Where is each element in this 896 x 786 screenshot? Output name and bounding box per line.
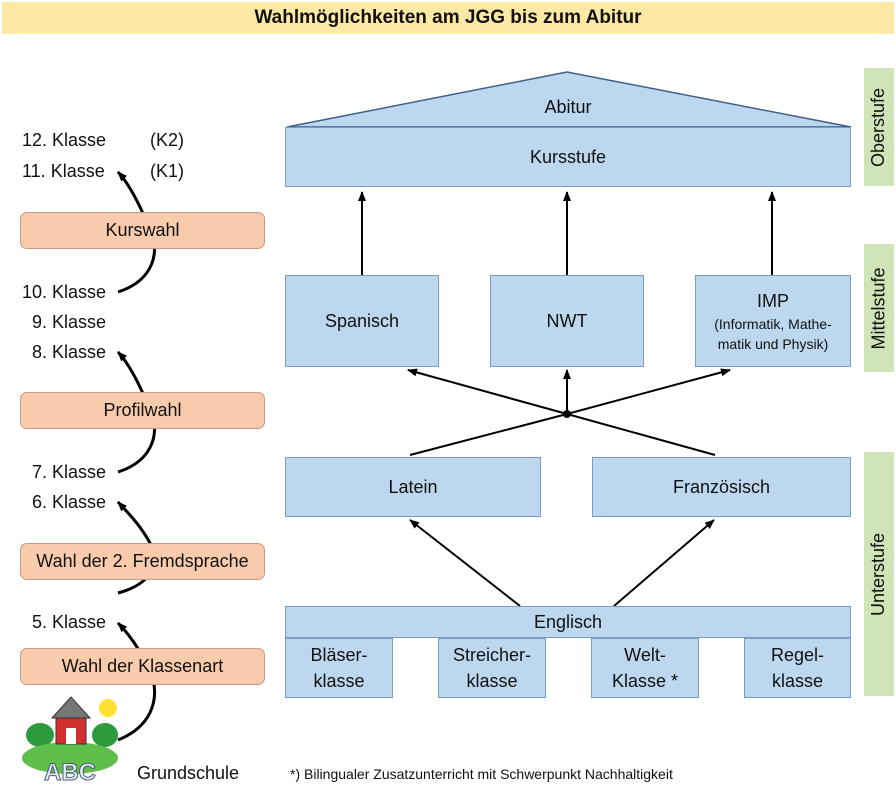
kurswahl-box: Kurswahl bbox=[20, 212, 265, 249]
class-9-label: 9. Klasse bbox=[32, 312, 107, 332]
kursstufe-box: Kursstufe bbox=[285, 127, 851, 187]
imp-sub-2: matik und Physik) bbox=[717, 336, 829, 352]
side-label-unterstufe: Unterstufe bbox=[864, 452, 894, 696]
imp-sub-1: (Informatik, Mathe- bbox=[714, 316, 832, 332]
regel-line-1: Regel- bbox=[770, 645, 825, 665]
footnote: *) Bilingualer Zusatzunterricht mit Schw… bbox=[290, 766, 673, 782]
englisch-box: Englisch bbox=[285, 606, 851, 638]
grundschule-logo: ABC bbox=[22, 696, 118, 786]
arrow-cross-spanisch bbox=[407, 368, 568, 415]
welt-line-2: Klasse * bbox=[611, 671, 679, 691]
k2-tag: (K2) bbox=[150, 130, 185, 150]
weltklasse-box: Welt- Klasse * bbox=[591, 638, 699, 698]
franzoesisch-box: Französisch bbox=[592, 457, 851, 517]
nwt-box: NWT bbox=[490, 275, 644, 367]
arrow-cross-imp bbox=[566, 368, 731, 415]
class-7-label: 7. Klasse bbox=[32, 462, 107, 482]
class-6-label: 6. Klasse bbox=[32, 492, 107, 512]
regelklasse-box: Regel- klasse bbox=[744, 638, 851, 698]
cross-point bbox=[563, 410, 571, 418]
streicher-line-1: Streicher- bbox=[452, 645, 532, 665]
k1-tag: (K1) bbox=[150, 161, 185, 181]
blaeserklasse-box: Bläser- klasse bbox=[285, 638, 393, 698]
class-5-label: 5. Klasse bbox=[32, 612, 107, 632]
fremdsprache-box: Wahl der 2. Fremdsprache bbox=[20, 543, 265, 580]
arrow-englisch-franz bbox=[613, 519, 715, 607]
logo-text: ABC bbox=[44, 759, 96, 786]
latein-box: Latein bbox=[285, 457, 541, 517]
imp-label: IMP bbox=[756, 291, 789, 311]
class-8-label: 8. Klasse bbox=[32, 342, 107, 362]
profilwahl-box: Profilwahl bbox=[20, 392, 265, 429]
streicherklasse-box: Streicher- klasse bbox=[438, 638, 546, 698]
page-title: Wahlmöglichkeiten am JGG bis zum Abitur bbox=[2, 2, 894, 34]
side-label-mittelstufe: Mittelstufe bbox=[864, 244, 894, 372]
spanisch-box: Spanisch bbox=[285, 275, 439, 367]
side-label-oberstufe: Oberstufe bbox=[864, 68, 894, 186]
sun-icon bbox=[99, 699, 117, 717]
regel-line-2: klasse bbox=[771, 671, 824, 691]
blaeser-line-2: klasse bbox=[313, 671, 365, 691]
abitur-label: Abitur bbox=[544, 96, 592, 117]
class-12-label: 12. Klasse bbox=[22, 130, 107, 150]
line-franz-cross bbox=[566, 413, 716, 456]
grundschule-label: Grundschule bbox=[137, 763, 240, 783]
class-11-label: 11. Klasse bbox=[22, 161, 105, 181]
klassenart-box: Wahl der Klassenart bbox=[20, 648, 265, 685]
blaeser-line-1: Bläser- bbox=[310, 645, 368, 665]
class-10-label: 10. Klasse bbox=[22, 282, 107, 302]
line-latein-cross bbox=[409, 413, 568, 456]
streicher-line-2: klasse bbox=[466, 671, 518, 691]
arrow-englisch-latein bbox=[409, 519, 521, 607]
welt-line-1: Welt- bbox=[624, 645, 666, 665]
imp-box: IMP (Informatik, Mathe- matik und Physik… bbox=[695, 275, 851, 367]
